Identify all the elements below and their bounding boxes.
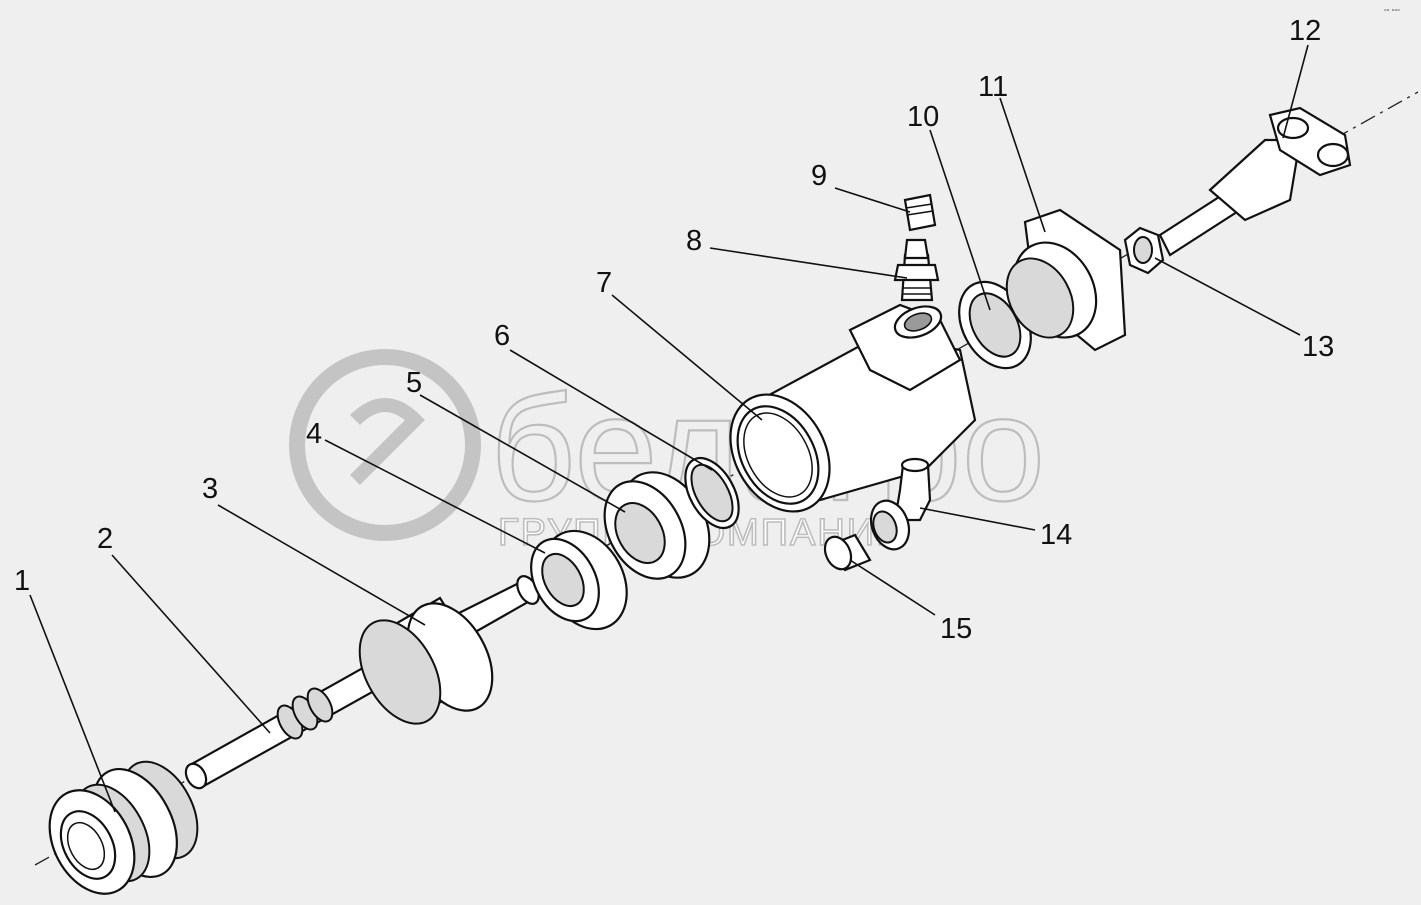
part-11-flange	[1005, 208, 1127, 352]
leader-5	[419, 394, 626, 513]
leader-3	[217, 504, 426, 626]
part-3-piston	[358, 575, 540, 725]
leader-13	[1154, 257, 1301, 336]
callout-3: 3	[202, 473, 218, 505]
leader-4	[324, 439, 546, 554]
leader-15	[849, 559, 936, 616]
leader-lines	[29, 44, 1309, 813]
part-1-boot	[48, 760, 199, 895]
callout-8: 8	[686, 225, 702, 257]
leader-6	[509, 349, 713, 471]
callout-14: 14	[1040, 519, 1072, 551]
leader-12	[1282, 44, 1309, 139]
callout-10: 10	[907, 101, 939, 133]
part-5-seal	[603, 471, 711, 580]
leader-9	[834, 187, 911, 213]
callout-1: 1	[14, 565, 30, 597]
part-8-bleed-valve	[893, 238, 940, 302]
part-9-cap	[903, 193, 937, 232]
leader-14	[919, 507, 1036, 531]
callout-11: 11	[978, 71, 1008, 103]
callout-9: 9	[811, 160, 827, 192]
callout-5: 5	[406, 367, 422, 399]
leader-11	[999, 97, 1046, 233]
callout-15: 15	[940, 613, 972, 645]
callout-12: 12	[1289, 15, 1321, 47]
watermark-logo-icon	[289, 349, 481, 541]
part-7-cylinder-body	[729, 303, 977, 513]
leader-1	[29, 594, 116, 813]
callout-2: 2	[97, 523, 113, 555]
leader-7	[611, 294, 763, 421]
corner-mark: °° °°°	[1384, 8, 1400, 16]
part-15-plug	[823, 533, 872, 572]
part-4-cup	[530, 529, 628, 631]
part-12-fork	[1158, 106, 1352, 257]
callout-7: 7	[596, 267, 612, 299]
part-14-elbow-fitting	[869, 457, 932, 551]
callout-4: 4	[306, 418, 322, 450]
leader-10	[929, 129, 991, 311]
part-2-push-rod	[184, 648, 410, 790]
leader-8	[709, 247, 908, 279]
leader-2	[111, 554, 271, 734]
callout-6: 6	[494, 320, 510, 352]
part-13-nut	[1123, 226, 1165, 275]
callout-13: 13	[1302, 331, 1334, 363]
callout-labels: 1 2 3 4 5 6 7 8 9 10 11 12 13 14 15	[14, 15, 1334, 645]
